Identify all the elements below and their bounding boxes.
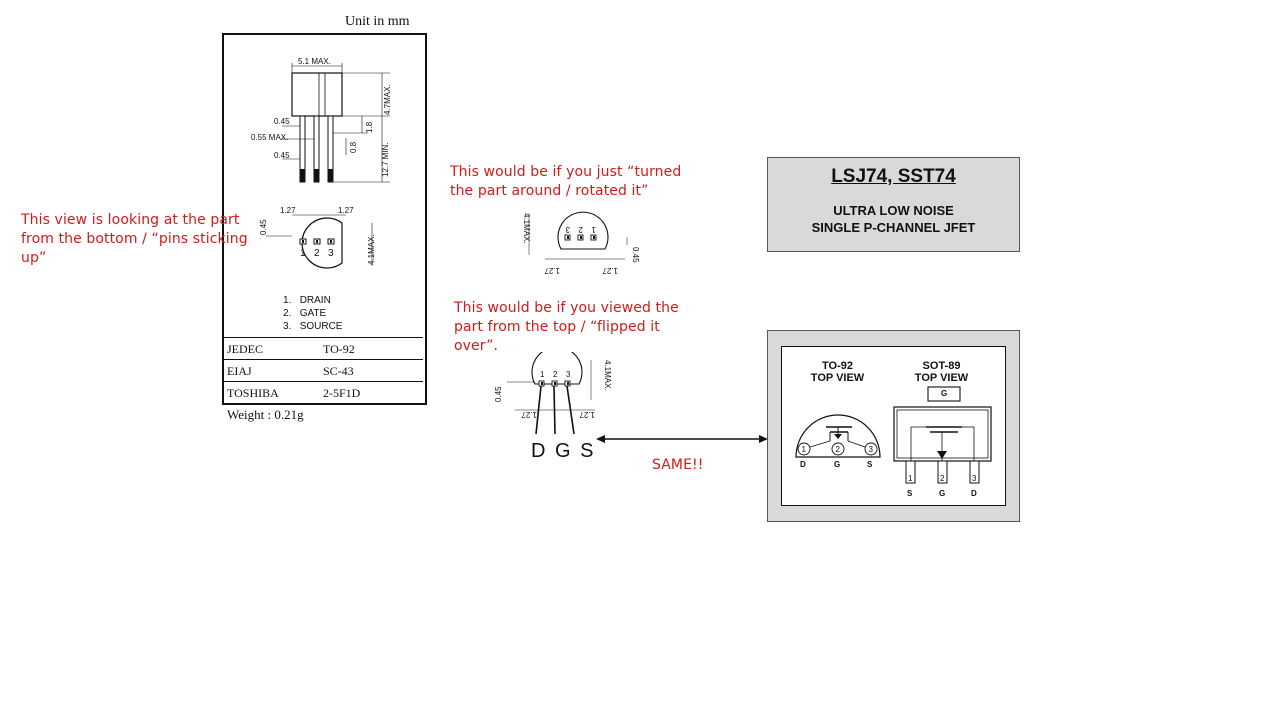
pin-legend-row: 1. DRAIN [283, 295, 331, 306]
dim-lead-gap: 0.8 [349, 141, 358, 153]
flipped-pin-1: 1 [540, 370, 545, 379]
to92-pin-d: D [800, 460, 806, 469]
dim-body-height: 4.7MAX. [383, 84, 392, 115]
rotated-dim-diameter: 4.1MAX. [522, 213, 531, 244]
pin-letters-dgs: D G S [531, 440, 596, 462]
note-flipped: This would be if you viewed the part fro… [454, 300, 679, 354]
rotated-pin-3: 3 [565, 225, 570, 234]
bottom-pin-1: 1 [300, 248, 306, 259]
package-outline-drawing: 5.1 MAX. 4.7MAX. 12.7 MIN. 1.8 0.8 0.45 … [251, 57, 392, 269]
pin-legend: 1. DRAIN 2. GATE 3. SOURCE [283, 294, 342, 333]
rotated-dim-pitch-left: 1.27 [544, 266, 560, 275]
rotated-pin-2: 2 [578, 225, 583, 234]
pinout-drawings: 1 2 3 D G S G 1 2 3 S G D [795, 386, 992, 498]
flipped-dim-flat: 0.45 [495, 386, 503, 402]
dim-pitch-right: 1.27 [338, 206, 354, 215]
rotated-pin-1: 1 [591, 225, 596, 234]
dim-body-width: 5.1 MAX. [298, 57, 331, 66]
sot89-pin-g: G [939, 489, 945, 498]
flipped-dim-pitch-left: 1.27 [521, 410, 537, 419]
to92-pin-s: S [867, 460, 873, 469]
dim-lead-thickness: 0.55 MAX. [251, 133, 288, 142]
flipped-dim-pitch-right: 1.27 [579, 410, 595, 419]
note-bottom-view: This view is looking at the part from th… [21, 212, 248, 266]
rotated-dim-flat: 0.45 [631, 247, 640, 263]
bottom-pin-3: 3 [328, 248, 334, 259]
dim-pitch-left: 1.27 [280, 206, 296, 215]
pin-leader-lines [535, 385, 575, 435]
sot89-tab-g: G [941, 389, 947, 398]
dim-lead-width-2: 0.45 [274, 151, 290, 160]
sot89-pin-d: D [971, 489, 977, 498]
note-same: SAME!! [652, 457, 704, 473]
unit-label: Unit in mm [345, 14, 410, 29]
to92-pin-g: G [834, 460, 840, 469]
to92-pin-2: 2 [836, 445, 841, 454]
sot89-pin-1: 1 [908, 474, 913, 483]
dim-shoulder: 1.8 [365, 121, 374, 133]
flipped-dim-diameter: 4.1MAX. [603, 360, 612, 391]
to92-pin-3: 3 [869, 445, 874, 454]
weight-label: Weight : 0.21g [227, 407, 304, 422]
to92-title: TO-92 TOP VIEW [810, 360, 865, 384]
dim-lead-length: 12.7 MIN. [381, 142, 390, 177]
flipped-pin-3: 3 [566, 370, 571, 379]
sot89-top-view: G 1 2 3 S G D [893, 386, 992, 498]
flipped-package-outline [531, 352, 583, 385]
package-bottom-view [301, 217, 343, 269]
same-arrow [596, 435, 768, 443]
rotated-view-drawing: 3 2 1 4.1MAX. 0.45 1.27 1.27 [522, 211, 640, 275]
rotated-dim-pitch-right: 1.27 [602, 266, 618, 275]
sot89-pin-s: S [907, 489, 913, 498]
bottom-pin-2: 2 [314, 248, 320, 259]
pin-legend-row: 3. SOURCE [283, 321, 343, 332]
package-body-side [291, 72, 343, 117]
sot89-pin-3: 3 [972, 474, 977, 483]
product-title-box: LSJ74, SST74 ULTRA LOW NOISE SINGLE P-CH… [767, 157, 1020, 252]
to92-top-view: 1 2 3 D G S [795, 414, 881, 469]
dim-flat: 0.45 [259, 219, 268, 235]
dim-diameter: 4.1MAX. [367, 234, 376, 265]
package-drawing-frame [222, 33, 427, 405]
pin-legend-row: 2. GATE [283, 308, 327, 319]
dim-lead-width-1: 0.45 [274, 117, 290, 126]
to92-pin-1: 1 [802, 445, 807, 454]
product-subtitle-1: ULTRA LOW NOISE [833, 203, 954, 218]
product-subtitle-2: SINGLE P-CHANNEL JFET [811, 220, 976, 235]
sot89-pin-2: 2 [940, 474, 945, 483]
note-rotated: This would be if you just “turned the pa… [450, 164, 682, 199]
flipped-pin-2: 2 [553, 370, 558, 379]
sot89-title: SOT-89 TOP VIEW [914, 360, 969, 384]
flipped-view-drawing: 1 2 3 0.45 4.1MAX. 1.27 1.27 [495, 352, 612, 435]
product-title: LSJ74, SST74 [831, 166, 956, 187]
